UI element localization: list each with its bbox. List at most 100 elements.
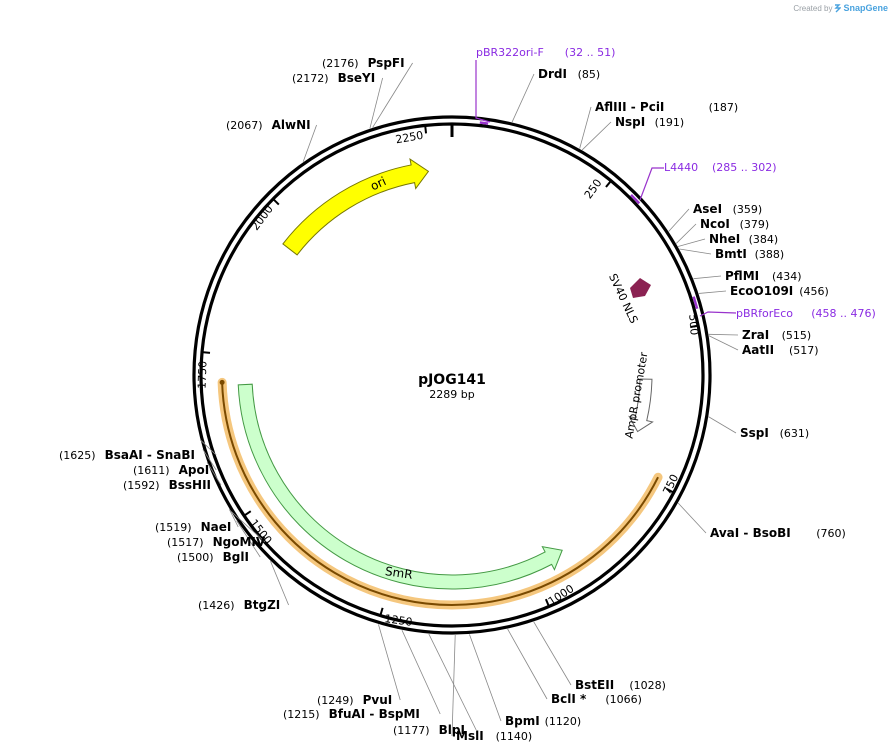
enzyme-bsshii[interactable]: (1592)BssHII: [123, 462, 222, 492]
snapgene-logo-icon: [834, 3, 842, 12]
enzyme-leader-line: [199, 439, 217, 456]
enzyme-leader-line: [581, 121, 612, 151]
enzyme-name: BtgZI: [244, 598, 281, 612]
enzyme-name: SspI: [740, 426, 769, 440]
credit-prefix: Created by: [793, 3, 833, 13]
enzyme-name: BsaAI - SnaBI: [105, 448, 195, 462]
primer-l4440[interactable]: L4440 (285 .. 302): [630, 161, 777, 205]
enzyme-name: AatII: [742, 343, 774, 357]
enzyme-name: ApoI: [179, 463, 210, 477]
enzyme-leader-line: [708, 333, 739, 336]
feature-ori-label: ori: [368, 174, 388, 193]
enzyme-pspfi[interactable]: (2176)PspFI: [322, 56, 413, 128]
enzyme-leader-line: [708, 335, 739, 351]
enzyme-name: ZraI: [742, 328, 769, 342]
enzyme-bseyi[interactable]: (2172)BseYI: [292, 71, 383, 129]
enzyme-name: BfuAI - BspMI: [329, 707, 420, 721]
enzyme-position: (517): [789, 344, 819, 357]
enzyme-leader-line: [428, 633, 477, 731]
enzyme-leader-line: [511, 73, 535, 123]
enzyme-position: (2067): [226, 119, 263, 132]
primer-pbrforeco[interactable]: pBRforEco(458 .. 476): [692, 296, 876, 320]
enzyme-position: (388): [755, 248, 785, 261]
enzyme-position: (191): [655, 116, 685, 129]
enzyme-bcli[interactable]: BclI *(1066): [507, 628, 642, 706]
enzyme-position: (384): [749, 233, 779, 246]
enzyme-position: (2172): [292, 72, 329, 85]
enzyme-zrai[interactable]: ZraI(515): [708, 328, 811, 342]
enzyme-name: BlpI: [439, 723, 465, 737]
enzyme-position: (1249): [317, 694, 354, 707]
enzyme-name: NspI: [615, 115, 645, 129]
primer-range: (458 .. 476): [811, 307, 876, 320]
enzyme-sspi[interactable]: SspI (631): [708, 416, 810, 440]
enzyme-afliii-pcii[interactable]: AflIII - PciI (187): [579, 100, 739, 149]
enzyme-leader-line: [579, 106, 592, 149]
enzyme-leader-line: [677, 502, 707, 534]
enzyme-leader-line: [206, 462, 222, 486]
enzyme-nspi[interactable]: NspI (191): [581, 115, 685, 151]
feature-ampr-promoter-arrow[interactable]: [628, 378, 654, 433]
enzyme-leader-line: [507, 628, 548, 700]
primer-leader-line: [639, 167, 664, 201]
enzyme-pflmi[interactable]: PflMI(434): [693, 269, 802, 283]
tick-label: 500: [686, 314, 700, 336]
feature-ori-arrow[interactable]: [282, 157, 430, 256]
enzyme-ecoo109i[interactable]: EcoO109I(456): [698, 284, 829, 298]
enzyme-position: (631): [780, 427, 810, 440]
enzyme-ngomiv[interactable]: (1517)NgoMIV: [167, 510, 266, 549]
enzyme-bgli[interactable]: (1500)BglI: [177, 520, 261, 564]
tick-mark: [605, 180, 612, 188]
enzyme-bfuai-bspmi[interactable]: (1215)BfuAI - BspMI: [283, 629, 441, 721]
enzyme-nhei[interactable]: NheI(384): [677, 232, 779, 247]
enzyme-btgzi[interactable]: (1426)BtgZI: [198, 561, 289, 612]
tick-label: 2250: [394, 129, 424, 147]
enzyme-name: AlwNI: [272, 118, 311, 132]
enzyme-position: (434): [772, 270, 802, 283]
enzyme-aatii[interactable]: AatII (517): [708, 335, 819, 357]
enzyme-name: BstEII: [575, 678, 614, 692]
gene-band-line: [221, 382, 659, 606]
enzyme-leader-line: [533, 621, 572, 686]
enzyme-ncoi[interactable]: NcoI(379): [675, 217, 770, 244]
enzyme-apoi[interactable]: (1611)ApoI: [133, 449, 217, 477]
enzyme-leader-line: [302, 124, 317, 162]
enzyme-leader-line: [693, 275, 722, 280]
feature-smr-label: SmR: [384, 564, 413, 582]
enzyme-position: (760): [816, 527, 846, 540]
enzyme-bsteii[interactable]: BstEII(1028): [533, 621, 666, 692]
enzyme-leader-line: [270, 561, 289, 606]
enzyme-msli[interactable]: MslI(1140): [451, 634, 532, 743]
primer-leader-line: [699, 311, 737, 317]
feature-sv40-nls-arrow[interactable]: [630, 278, 651, 298]
enzyme-leader-line: [451, 634, 456, 737]
enzyme-position: (1592): [123, 479, 160, 492]
enzyme-name: NgoMIV: [213, 535, 266, 549]
enzyme-bsaai-snabi[interactable]: (1625)BsaAI - SnaBI: [59, 439, 217, 462]
enzyme-drdi[interactable]: DrdI(85): [511, 67, 600, 123]
primer-site-mark: [479, 121, 489, 125]
feature-smr-arrow[interactable]: [237, 383, 563, 590]
primer-name: L4440: [664, 161, 698, 174]
tick-mark: [201, 351, 211, 354]
enzyme-pvui[interactable]: (1249)PvuI: [317, 624, 401, 707]
enzyme-name: DrdI: [538, 67, 567, 81]
primer-range: (285 .. 302): [712, 161, 777, 174]
enzyme-blpi[interactable]: (1177)BlpI: [393, 633, 477, 737]
primer-range: (32 .. 51): [565, 46, 616, 59]
enzyme-naei[interactable]: (1519)NaeI: [155, 509, 239, 534]
enzyme-position: (379): [740, 218, 770, 231]
enzyme-position: (187): [709, 101, 739, 114]
enzyme-alwni[interactable]: (2067) AlwNI: [226, 118, 317, 162]
enzyme-name: AflIII - PciI: [595, 100, 664, 114]
enzyme-leader-line: [229, 509, 239, 528]
enzyme-name: BglI: [223, 550, 249, 564]
enzyme-asei[interactable]: AseI(359): [668, 202, 762, 232]
primer-pbr322ori-f[interactable]: pBR322ori-F(32 .. 51): [475, 46, 616, 125]
enzyme-leader-line: [677, 238, 706, 247]
enzyme-avai-bsobi[interactable]: AvaI - BsoBI(760): [677, 502, 846, 540]
enzyme-bmti[interactable]: BmtI(388): [679, 247, 784, 261]
plasmid-name: pJOG141: [418, 372, 486, 388]
enzyme-bpmi[interactable]: BpmI(1120): [469, 634, 581, 728]
